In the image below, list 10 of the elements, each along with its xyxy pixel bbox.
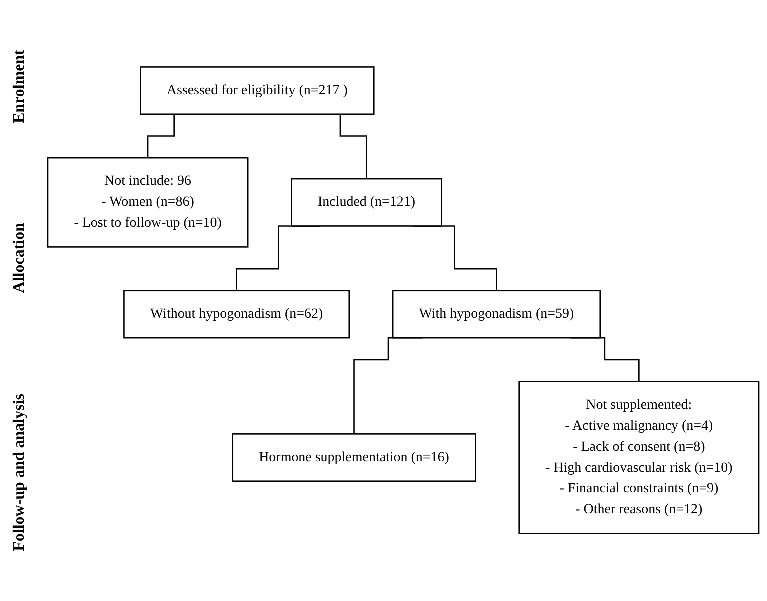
phase-label: Allocation xyxy=(11,223,29,294)
node-box: Included (n=121) xyxy=(291,178,442,227)
node-box: Without hypogonadism (n=62) xyxy=(124,290,350,339)
phase-label: Enrolment xyxy=(11,50,29,124)
phase-label: Follow-up and analysis xyxy=(11,394,29,552)
node-box: With hypogonadism (n=59) xyxy=(392,290,602,339)
node-box: Not include: 96 - Women (n=86) - Lost to follow-up (n=10) xyxy=(47,157,249,248)
node-box: Hormone supplementation (n=16) xyxy=(232,434,476,482)
node-box: Assessed for eligibility (n=217 ) xyxy=(140,66,375,116)
node-box: Not supplemented: - Active malignancy (n=4) - Lack of consent (n=8) - High cardiovascular risk (n=10) - Financial constraints (n=9) - Other reasons (n=12) xyxy=(518,381,760,534)
